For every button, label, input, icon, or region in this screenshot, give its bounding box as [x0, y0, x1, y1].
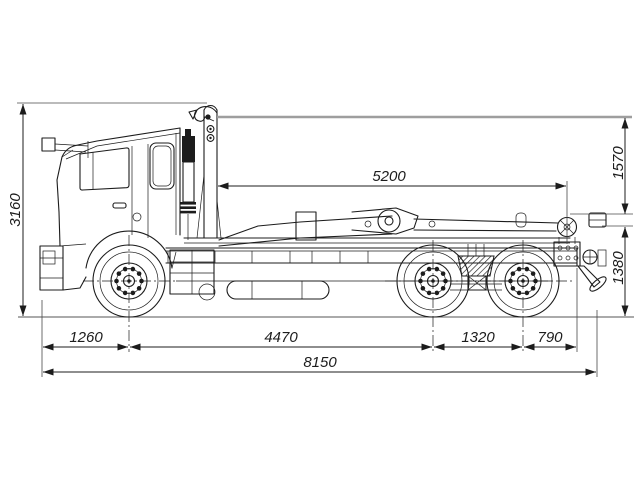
hydraulic-cylinder-cap — [182, 136, 195, 162]
dim-bogie-spread: 1320 — [434, 329, 522, 351]
fuel-filler-cap — [132, 212, 142, 222]
rear-side-window — [149, 142, 175, 190]
dim-rear-height: 1380 — [602, 225, 633, 316]
hydraulic-cylinder — [182, 161, 195, 203]
cab — [39, 127, 181, 291]
dim-rear-overhang: 790 — [524, 329, 576, 351]
front-bumper — [39, 245, 64, 291]
dim-label-hook-height: 1570 — [610, 146, 627, 180]
rear-underrun-equipment — [553, 212, 607, 292]
truck-side-view — [18, 104, 634, 352]
bogie-suspension — [450, 244, 502, 291]
dim-label-front-overhang: 1260 — [69, 329, 103, 346]
air-tank — [198, 283, 216, 301]
dim-label-bogie-spread: 1320 — [461, 329, 495, 346]
door-handle — [112, 202, 127, 209]
dim-label-rear-overhang: 790 — [537, 329, 563, 346]
dim-overall-length: 8150 — [43, 354, 596, 376]
door-window — [79, 147, 130, 191]
dim-label-overall-height: 3160 — [7, 193, 24, 227]
dim-hook-to-rear-roller: 5200 — [218, 168, 568, 244]
side-mirror — [41, 137, 56, 152]
arm-pivot — [377, 209, 401, 233]
lifting-hook — [188, 106, 218, 122]
dimension-annotations: 3160 1570 1380 5200 1260 — [7, 102, 633, 377]
dim-label-overall-length: 8150 — [303, 354, 337, 371]
dim-wheelbase: 4470 — [130, 329, 432, 351]
dim-overall-height: 3160 — [7, 104, 27, 316]
dim-label-hook-to-rear-roller: 5200 — [372, 168, 406, 185]
stabilizer-foot — [589, 276, 607, 292]
dim-hook-height: 1570 — [570, 118, 633, 215]
headlight — [42, 250, 56, 265]
dim-label-wheelbase: 4470 — [264, 329, 298, 346]
dim-label-rear-height: 1380 — [610, 251, 627, 285]
hooklift-mast — [180, 104, 222, 240]
front-fender — [85, 230, 173, 269]
chassis-frame — [165, 237, 578, 282]
fuel-tank — [226, 280, 330, 300]
battery-box — [169, 249, 216, 301]
stabilizer-leg — [577, 265, 601, 288]
dim-front-overhang: 1260 — [43, 329, 128, 351]
